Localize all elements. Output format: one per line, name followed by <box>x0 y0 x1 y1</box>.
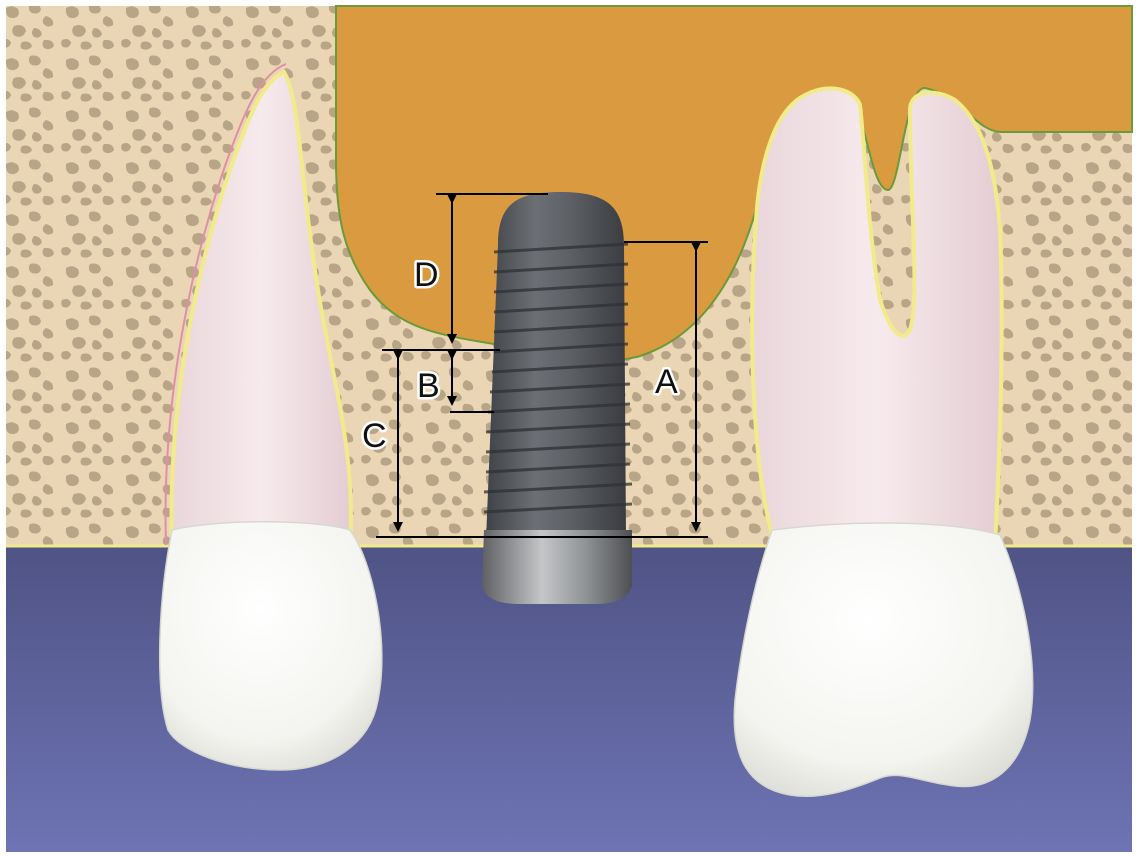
label-c: C <box>362 417 387 455</box>
label-b: B <box>417 367 440 405</box>
implant-collar <box>482 530 632 604</box>
dental-implant <box>482 192 632 604</box>
right-tooth-crown <box>734 523 1032 796</box>
left-tooth-crown <box>160 522 382 770</box>
label-d: D <box>414 256 439 294</box>
label-a: A <box>655 363 678 401</box>
